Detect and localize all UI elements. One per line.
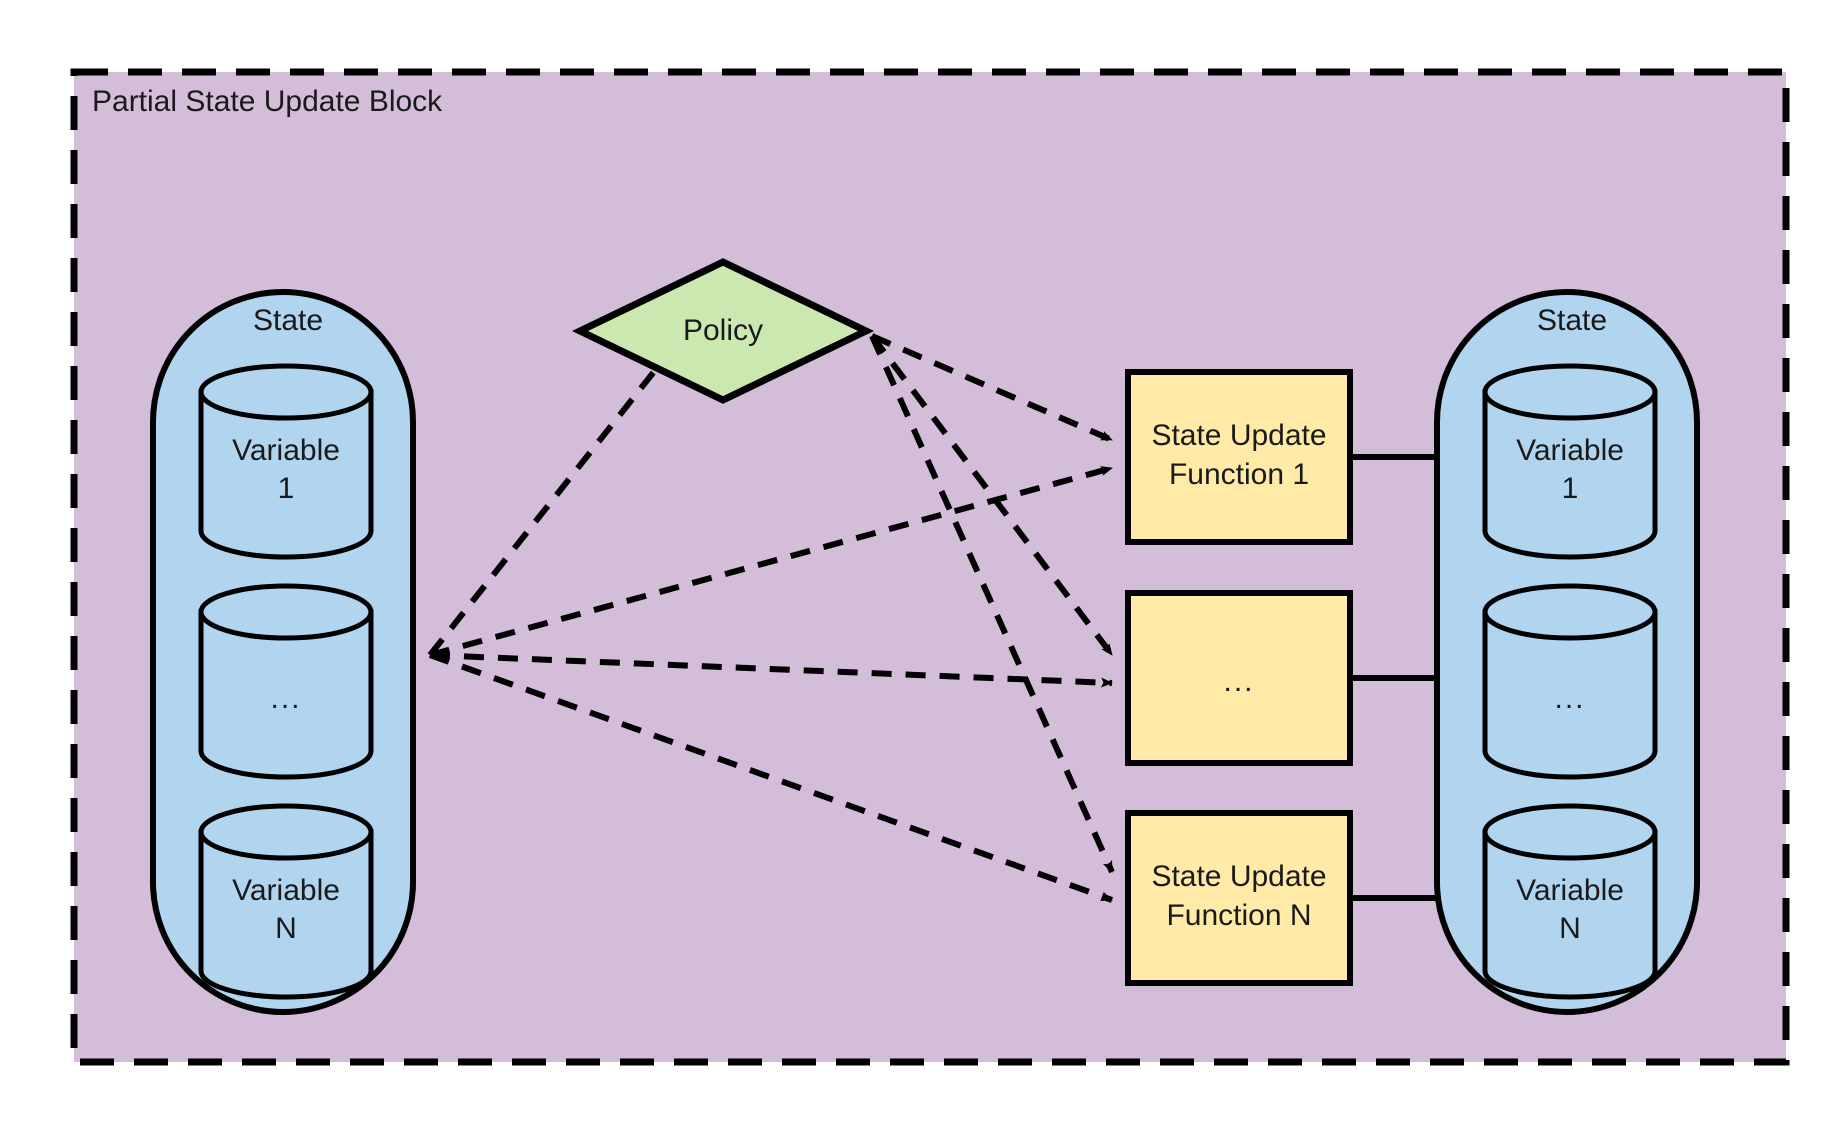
output-variable-1-body — [1482, 389, 1658, 560]
output-variable-middle-body — [1482, 609, 1658, 780]
input-variable-n-top — [198, 803, 374, 861]
input-variable-1[interactable]: Variable 1 — [198, 363, 374, 560]
input-variable-middle-body — [198, 609, 374, 780]
policy-node[interactable]: Policy — [571, 258, 875, 404]
edge-input-state-to-function-n — [428, 652, 1114, 903]
input-variable-n-label-line2: N — [275, 912, 297, 945]
update-function-middle-label: ... — [1223, 665, 1254, 698]
output-variable-1-label-line2: 1 — [1562, 472, 1579, 505]
input-variable-middle-top — [198, 583, 374, 641]
edge-policy-to-function-1 — [870, 333, 1114, 443]
update-function-n-label-line2: Function N — [1166, 899, 1311, 932]
input-variable-1-body — [198, 389, 374, 560]
input-state-label: State — [253, 304, 323, 337]
input-variable-1-label-line2: 1 — [278, 472, 295, 505]
output-state-label: State — [1537, 304, 1607, 337]
update-function-1[interactable]: State Update Function 1 — [1125, 369, 1353, 545]
policy-label: Policy — [683, 314, 763, 347]
output-state-container[interactable]: State Variable 1 ... Variable N — [1434, 289, 1700, 1015]
output-variable-n[interactable]: Variable N — [1482, 803, 1658, 1000]
edge-input-state-to-function-middle — [429, 652, 1113, 688]
output-variable-n-label-line1: Variable — [1516, 874, 1624, 907]
output-variable-middle-top — [1482, 583, 1658, 641]
block-title: Partial State Update Block — [92, 85, 443, 118]
update-function-n[interactable]: State Update Function N — [1125, 810, 1353, 986]
input-state-container[interactable]: State Variable 1 ... Variable N — [150, 289, 416, 1015]
output-variable-1[interactable]: Variable 1 — [1482, 363, 1658, 560]
input-variable-1-top — [198, 363, 374, 421]
update-function-1-box — [1125, 369, 1353, 545]
output-variable-1-top — [1482, 363, 1658, 421]
input-variable-n[interactable]: Variable N — [198, 803, 374, 1000]
output-variable-n-label-line2: N — [1559, 912, 1581, 945]
input-variable-middle-label: ... — [270, 682, 301, 715]
input-variable-n-label-line1: Variable — [232, 874, 340, 907]
output-variable-middle[interactable]: ... — [1482, 583, 1658, 780]
update-function-1-label-line2: Function 1 — [1169, 458, 1309, 491]
edges-from-policy — [869, 333, 1115, 874]
input-variable-n-body — [198, 829, 374, 1000]
input-variable-middle[interactable]: ... — [198, 583, 374, 780]
update-function-n-label-line1: State Update — [1151, 860, 1326, 893]
output-variable-middle-label: ... — [1554, 682, 1585, 715]
edge-policy-to-function-n — [869, 334, 1115, 874]
policy-shape — [571, 258, 875, 404]
output-variable-1-label-line1: Variable — [1516, 434, 1624, 467]
output-variable-n-top — [1482, 803, 1658, 861]
output-variable-n-body — [1482, 829, 1658, 1000]
update-function-1-label-line1: State Update — [1151, 419, 1326, 452]
update-function-middle[interactable]: ... — [1125, 590, 1353, 766]
input-variable-1-label-line1: Variable — [232, 434, 340, 467]
